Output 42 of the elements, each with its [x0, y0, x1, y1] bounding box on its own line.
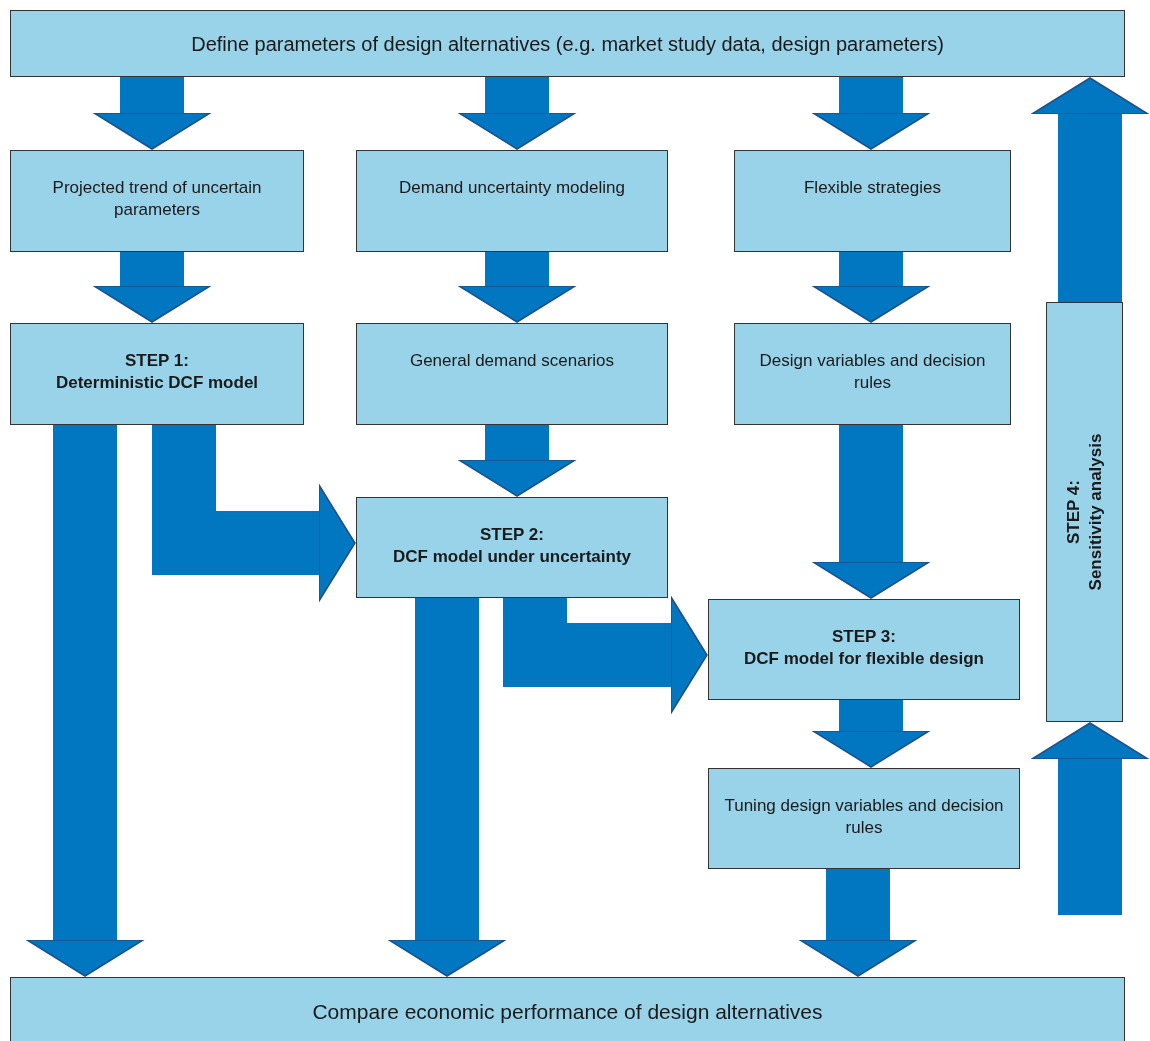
- box-text: General demand scenarios: [409, 350, 615, 372]
- box-text: Tuning design variables and decision rules: [723, 795, 1005, 840]
- box-text: Deterministic DCF model: [55, 372, 259, 395]
- block-arrow: [799, 869, 917, 977]
- process-box: [356, 323, 668, 425]
- process-box: [1046, 302, 1123, 722]
- box-text: Design variables and decision rules: [758, 350, 987, 395]
- step-heading: STEP 1:: [125, 350, 189, 372]
- step-heading: STEP 4:: [1062, 480, 1084, 544]
- process-box: [734, 150, 1011, 252]
- block-arrow: [93, 252, 211, 323]
- block-arrow: [1031, 77, 1149, 302]
- process-box: [356, 150, 668, 252]
- process-box: [356, 497, 668, 598]
- block-arrow: [26, 425, 144, 977]
- block-arrow: [458, 252, 576, 323]
- process-box: [734, 323, 1011, 425]
- box-text: DCF model for flexible design: [744, 648, 984, 671]
- box-text: Projected trend of uncertain parameters: [51, 177, 263, 222]
- process-box: [10, 977, 1125, 1041]
- step-heading: STEP 2:: [480, 524, 544, 546]
- block-arrow: [388, 598, 506, 977]
- block-arrow: [812, 77, 930, 150]
- process-box: [708, 768, 1020, 869]
- block-arrow: [812, 252, 930, 323]
- box-text: Define parameters of design alternatives (e.g. market study data, design parameters): [191, 31, 944, 57]
- block-arrow: [93, 77, 211, 150]
- process-box: [10, 323, 304, 425]
- box-text: DCF model under uncertainty: [393, 546, 631, 569]
- process-box: [10, 10, 1125, 77]
- step-heading: STEP 3:: [832, 626, 896, 648]
- block-arrow: [1031, 722, 1149, 915]
- box-text: Flexible strategies: [804, 177, 941, 199]
- box-text: Sensitivity analysis: [1084, 433, 1106, 591]
- process-box: [10, 150, 304, 252]
- block-arrow: [812, 700, 930, 768]
- box-text: Demand uncertainty modeling: [399, 177, 625, 199]
- process-box: [708, 599, 1020, 700]
- block-arrow: [458, 77, 576, 150]
- block-arrow: [458, 425, 576, 497]
- box-text: Compare economic performance of design alternatives: [312, 999, 823, 1026]
- block-arrow: [812, 425, 930, 599]
